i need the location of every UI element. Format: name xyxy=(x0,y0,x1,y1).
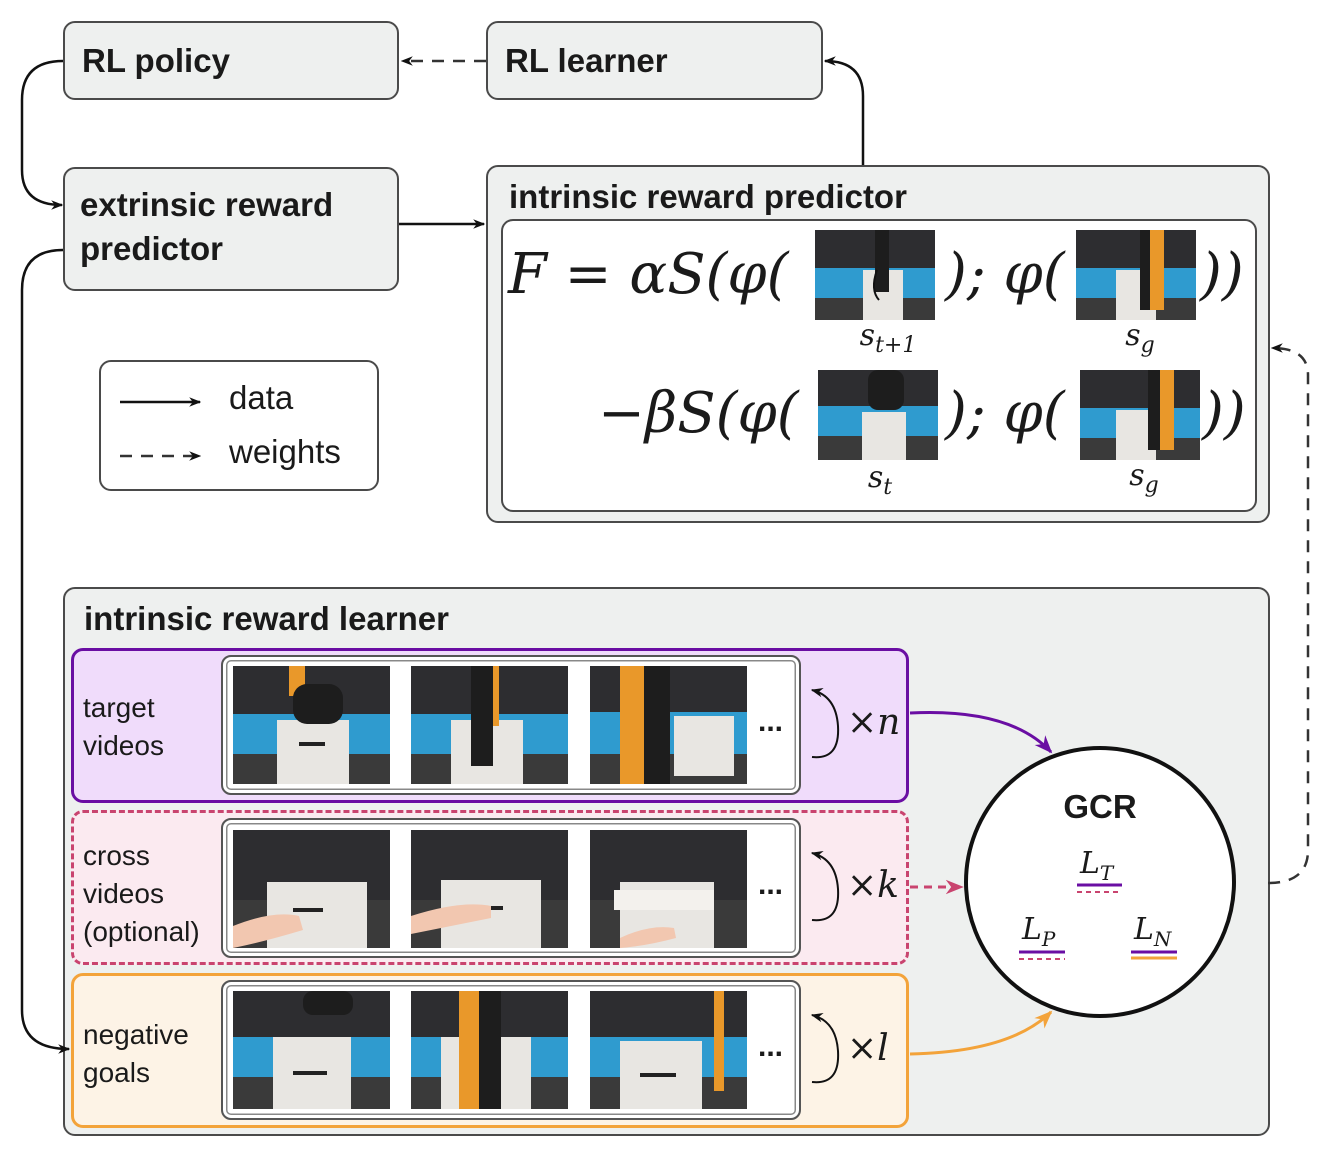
legend-weights-label: weights xyxy=(229,433,341,470)
cross-loop-arrow xyxy=(810,850,840,922)
intrinsic-predictor-title: intrinsic reward predictor xyxy=(509,178,907,215)
subscript-index: t+1 xyxy=(875,333,917,358)
frame-s-g-2 xyxy=(1080,370,1200,460)
negative-ellipsis: ... xyxy=(758,1030,784,1063)
target-videos-label: target videos xyxy=(83,692,164,761)
subscript-s-g-2: sg xyxy=(1104,458,1184,498)
rl-policy-label: RL policy xyxy=(82,42,230,79)
target-frame-2 xyxy=(411,666,568,784)
negative-goals-label: negative goals xyxy=(83,1019,189,1088)
gcr-circle: GCR LT LP LN xyxy=(964,746,1236,1018)
extrinsic-reward-label: extrinsic reward predictor xyxy=(80,186,334,267)
subscript-s-g-1: sg xyxy=(1100,318,1180,358)
data-predictor-to-learner xyxy=(823,56,865,165)
formula-line1-mid: ); φ( xyxy=(945,242,1065,307)
subscript-index: g xyxy=(1140,333,1155,358)
rl-learner-node: RL learner xyxy=(486,21,823,100)
weights-gcr-to-predictor xyxy=(1267,343,1310,885)
target-frame-3 xyxy=(590,666,747,784)
subscript-s: s xyxy=(859,318,876,353)
cross-frame-1 xyxy=(233,830,390,948)
negative-multiplier: ×l xyxy=(847,1028,889,1069)
cross-multiplier: ×k xyxy=(847,865,899,906)
data-policy-to-extrinsic xyxy=(20,59,64,210)
frame-s-t xyxy=(818,370,938,460)
target-multiplier: ×n xyxy=(847,702,901,743)
formula-line2-end: )) xyxy=(1202,381,1246,446)
extrinsic-reward-node: extrinsic reward predictor xyxy=(63,167,399,291)
subscript-s-t: st xyxy=(840,460,920,500)
loss-p-index: P xyxy=(1041,927,1056,951)
loss-p: LP xyxy=(1022,912,1055,951)
loss-n-index: N xyxy=(1153,927,1172,951)
subscript-s: s xyxy=(1125,318,1141,353)
target-to-gcr-arrow xyxy=(909,711,1053,754)
rl-learner-label: RL learner xyxy=(505,42,668,79)
negative-frame-1 xyxy=(233,991,390,1109)
legend-box: data weights xyxy=(99,360,379,491)
loss-t: LT xyxy=(1080,846,1113,885)
rl-policy-node: RL policy xyxy=(63,21,399,100)
subscript-s: s xyxy=(867,460,884,495)
data-extrinsic-to-negative xyxy=(20,248,71,1054)
negative-frame-2 xyxy=(411,991,568,1109)
intrinsic-learner-title: intrinsic reward learner xyxy=(84,600,449,637)
target-ellipsis: ... xyxy=(758,705,784,738)
formula-line2-mid: ); φ( xyxy=(945,381,1065,446)
negative-to-gcr-arrow xyxy=(909,1010,1053,1056)
formula-line1-lhs: F = αS(φ( xyxy=(508,242,789,307)
frame-s-g-1 xyxy=(1076,230,1196,320)
gcr-title: GCR xyxy=(1063,788,1137,825)
formula-line1-end: )) xyxy=(1200,242,1244,307)
frame-s-t1 xyxy=(815,230,935,320)
cross-frame-3 xyxy=(590,830,747,948)
subscript-s: s xyxy=(1129,458,1145,493)
formula-line2-lhs: −βS(φ( xyxy=(598,381,799,446)
cross-ellipsis: ... xyxy=(758,868,784,901)
loss-t-symbol: L xyxy=(1080,846,1100,881)
loss-t-index: T xyxy=(1099,861,1114,885)
subscript-s-t1: st+1 xyxy=(838,318,938,358)
subscript-index: t xyxy=(883,475,893,500)
subscript-index: g xyxy=(1144,473,1159,498)
negative-frame-3 xyxy=(590,991,747,1109)
loss-n-symbol: L xyxy=(1134,912,1154,947)
legend-data-label: data xyxy=(229,379,294,416)
target-frame-1 xyxy=(233,666,390,784)
target-loop-arrow xyxy=(810,687,840,759)
negative-loop-arrow xyxy=(810,1012,840,1084)
cross-videos-label: cross videos (optional) xyxy=(83,840,200,947)
loss-n: LN xyxy=(1134,912,1171,951)
cross-frame-2 xyxy=(411,830,568,948)
loss-p-symbol: L xyxy=(1022,912,1042,947)
